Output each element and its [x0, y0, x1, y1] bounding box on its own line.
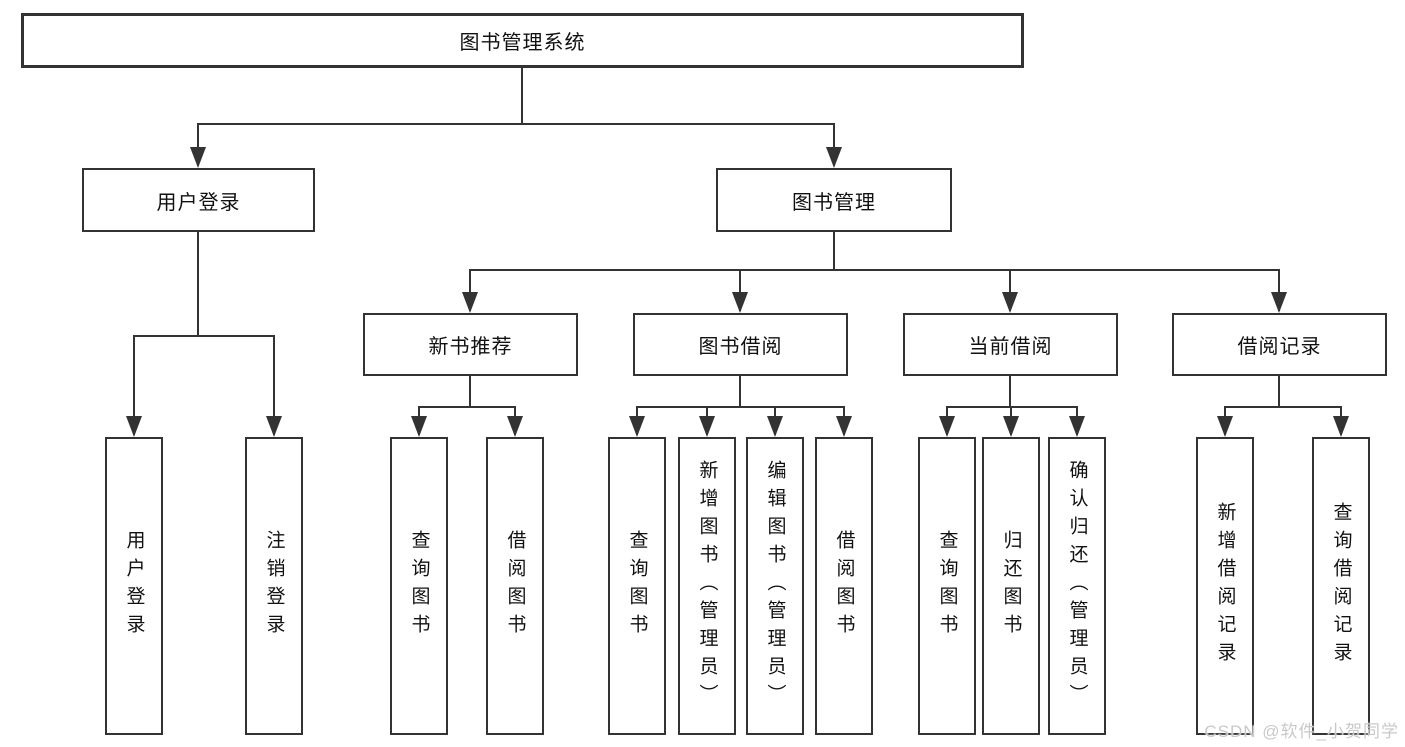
leaf-confirm-return-admin: 确认归还（管理员） — [1048, 437, 1106, 735]
leaf-query-books-current: 查询图书 — [918, 437, 976, 735]
leaf-query-books-recommend: 查询图书 — [390, 437, 448, 735]
leaf-add-books-admin: 新增图书（管理员） — [678, 437, 736, 735]
leaf-user-login: 用户登录 — [105, 437, 163, 735]
leaf-query-borrow-record: 查询借阅记录 — [1312, 437, 1370, 735]
node-book-management: 图书管理 — [716, 168, 952, 232]
csdn-watermark: CSDN @软件_小贺同学 — [1204, 722, 1399, 741]
node-new-book-recommend: 新书推荐 — [363, 313, 578, 376]
arrowheads — [126, 147, 1349, 437]
leaf-borrow-books: 借阅图书 — [815, 437, 873, 735]
node-current-borrowing: 当前借阅 — [903, 313, 1118, 376]
leaf-edit-books-admin: 编辑图书（管理员） — [746, 437, 804, 735]
node-borrowing-records: 借阅记录 — [1172, 313, 1387, 376]
node-user-login: 用户登录 — [82, 168, 315, 232]
node-book-borrowing: 图书借阅 — [633, 313, 848, 376]
leaf-return-books: 归还图书 — [982, 437, 1040, 735]
node-library-management-system: 图书管理系统 — [21, 13, 1024, 68]
leaf-query-books-borrow: 查询图书 — [608, 437, 666, 735]
leaf-add-borrow-record: 新增借阅记录 — [1196, 437, 1254, 735]
leaf-borrow-books-recommend: 借阅图书 — [486, 437, 544, 735]
leaf-logout: 注销登录 — [245, 437, 303, 735]
